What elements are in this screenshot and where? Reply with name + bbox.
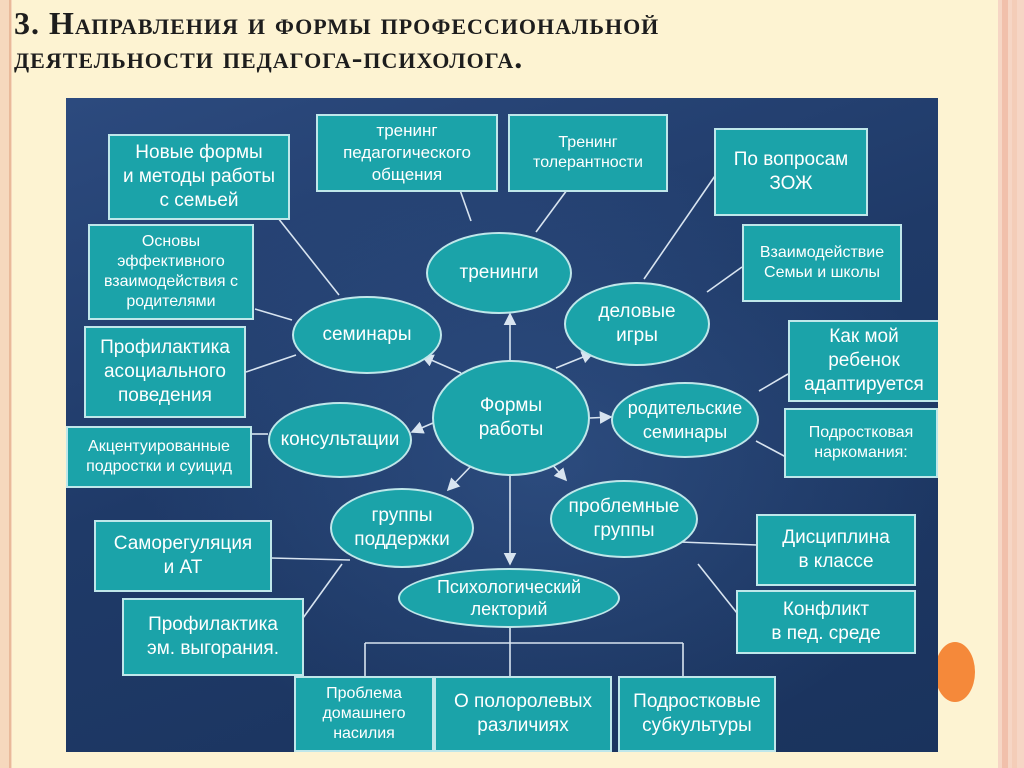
left-frame-line — [9, 0, 11, 768]
connector-lines — [245, 172, 789, 676]
link-trainings-tolerance — [535, 189, 568, 233]
topic-effective-parent-interaction: Основы эффективного взаимодействия с род… — [88, 224, 254, 320]
slide-title: 3. Направления и формы профессиональной … — [14, 6, 974, 74]
diagram-panel: тренинг педагогического общения Тренинг … — [66, 98, 938, 752]
link-seminars-asocial — [245, 354, 297, 373]
topic-domestic-violence: Проблема домашнего насилия — [294, 676, 434, 752]
topic-teen-subcultures: Подростковые субкультуры — [618, 676, 776, 752]
link-support-burnout — [302, 563, 343, 619]
form-trainings: тренинги — [426, 232, 572, 314]
topic-pedagogical-conflict: Конфликт в пед. среде — [736, 590, 916, 654]
topic-label: Подростковые субкультуры — [633, 691, 761, 736]
form-label: Психологический лекторий — [436, 577, 582, 619]
link-trainings-pedagogical — [459, 189, 472, 222]
topic-label: О полоролевых различиях — [454, 691, 592, 736]
form-label: семинары — [322, 324, 412, 345]
topic-label: Конфликт в пед. среде — [771, 599, 881, 644]
topic-label: Акцентуированные подростки и суицид — [86, 438, 232, 475]
form-label: тренинги — [459, 262, 539, 283]
topic-accentuated-teens: Акцентуированные подростки и суицид — [66, 426, 252, 488]
link-problem-conflict — [697, 563, 738, 614]
link-games-zozh — [643, 172, 718, 280]
arrow-to-business-games — [555, 351, 595, 369]
accent-circle — [935, 642, 975, 702]
form-support-groups: группы поддержки — [330, 488, 474, 568]
topic-self-regulation: Саморегуляция и АТ — [94, 520, 272, 592]
form-seminars: семинары — [292, 296, 442, 374]
topic-label: По вопросам ЗОЖ — [733, 149, 849, 194]
link-parent-seminars-drugs — [755, 440, 787, 458]
right-frame-border — [998, 0, 1024, 768]
arrow-to-consultations — [410, 421, 434, 434]
form-label: группы поддержки — [354, 505, 450, 550]
topic-label: Тренинг толерантности — [533, 134, 643, 171]
form-consultations: консультации — [268, 402, 412, 478]
topic-gender-differences: О полоролевых различиях — [434, 676, 612, 752]
topic-child-adaptation: Как мой ребенок адаптируется — [788, 320, 938, 402]
topic-label: Дисциплина в классе — [782, 527, 890, 572]
topic-label: Как мой ребенок адаптируется — [804, 326, 924, 395]
topic-family-school-interaction: Взаимодействие Семьи и школы — [742, 224, 902, 302]
link-problem-discipline — [679, 541, 758, 546]
topic-label: Новые формы и методы работы с семьей — [122, 142, 276, 211]
form-label: проблемные группы — [568, 496, 680, 541]
link-seminars-parents — [254, 308, 293, 321]
arrow-to-parent-seminars — [589, 411, 613, 424]
form-business-games: деловые игры — [564, 282, 710, 366]
slide-title-line-2: деятельности педагога-психолога. — [14, 39, 524, 75]
topic-burnout-prevention: Профилактика эм. выгорания. — [122, 598, 304, 676]
topic-label: тренинг педагогического общения — [343, 121, 471, 184]
topic-class-discipline: Дисциплина в классе — [756, 514, 916, 586]
form-parent-seminars: родительские семинары — [611, 382, 759, 458]
topic-label: Взаимодействие Семьи и школы — [759, 244, 885, 281]
form-problem-groups: проблемные группы — [550, 480, 698, 558]
topic-new-family-methods: Новые формы и методы работы с семьей — [108, 134, 290, 220]
topic-label: Профилактика асоциального поведения — [100, 337, 230, 406]
link-seminars-new-forms — [277, 217, 340, 296]
topic-asocial-prevention: Профилактика асоциального поведения — [84, 326, 246, 418]
right-frame-stripe — [1002, 0, 1008, 768]
link-games-family-school — [706, 266, 743, 293]
topic-pedagogical-communication-training: тренинг педагогического общения — [316, 114, 498, 192]
slide-title-line-1: 3. Направления и формы профессиональной — [14, 5, 660, 41]
topic-tolerance-training: Тренинг толерантности — [508, 114, 668, 192]
center-forms-of-work: Формы работы — [432, 360, 590, 476]
topic-label: Профилактика эм. выгорания. — [147, 614, 279, 659]
topic-label: Саморегуляция и АТ — [113, 533, 253, 578]
form-label: консультации — [280, 429, 400, 450]
topic-label: Основы эффективного взаимодействия с род… — [103, 233, 239, 310]
arrow-to-seminars — [420, 354, 462, 374]
center-label: Формы работы — [478, 395, 544, 440]
form-lectorium: Психологический лекторий — [398, 568, 620, 628]
form-label: родительские семинары — [627, 398, 743, 442]
topic-healthy-lifestyle: По вопросам ЗОЖ — [714, 128, 868, 216]
form-label: деловые игры — [598, 301, 676, 346]
topic-label: Подростковая наркомания: — [808, 424, 914, 461]
link-parent-seminars-adapt — [758, 373, 789, 392]
topic-teen-drug-addiction: Подростковая наркомания: — [784, 408, 938, 478]
link-support-selfreg — [270, 557, 351, 561]
arrow-to-support-groups — [446, 463, 474, 492]
topic-label: Проблема домашнего насилия — [322, 685, 406, 742]
right-frame-stripe — [1012, 0, 1017, 768]
